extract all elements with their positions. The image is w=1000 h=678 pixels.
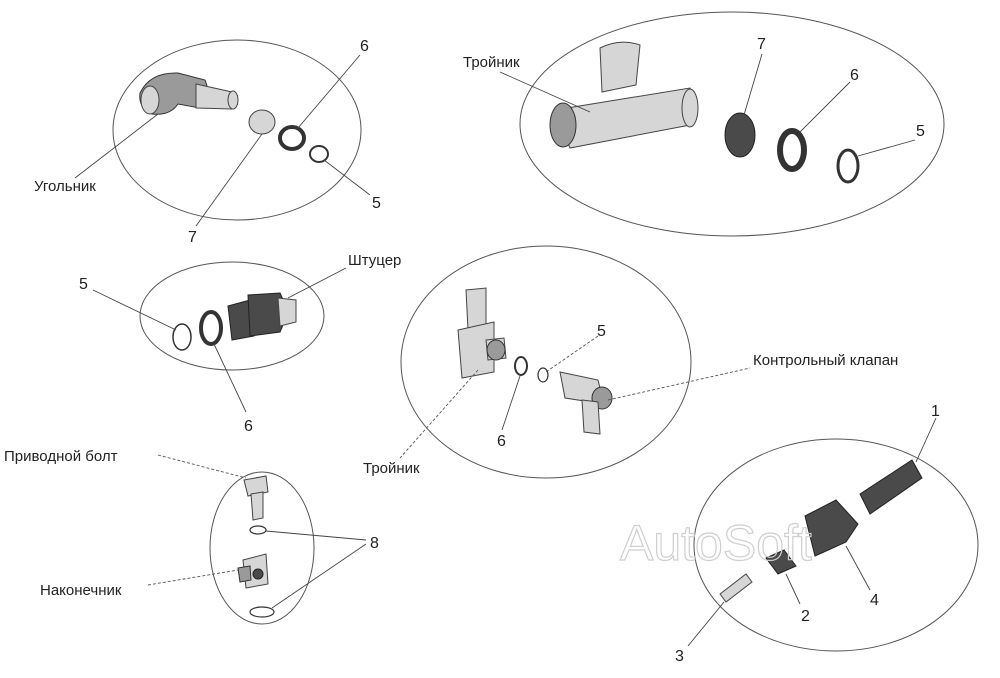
leader-g6-4 bbox=[845, 545, 871, 591]
label-tee-bottom: Тройник bbox=[363, 460, 420, 477]
tip-part bbox=[237, 553, 269, 589]
elbow-part bbox=[139, 72, 239, 115]
callout-g5-8: 8 bbox=[370, 535, 379, 552]
part-3 bbox=[719, 573, 753, 603]
watermark: AutoSoft bbox=[620, 515, 812, 571]
callout-g4-6: 6 bbox=[497, 433, 506, 450]
nut-part bbox=[724, 112, 756, 158]
callout-g3-5: 5 bbox=[79, 276, 88, 293]
callout-g4-5: 5 bbox=[597, 323, 606, 340]
leader-g1-7 bbox=[195, 133, 263, 227]
leader-g3-6 bbox=[213, 343, 247, 413]
leader-g5-8b bbox=[271, 543, 367, 609]
callout-g2-6: 6 bbox=[850, 67, 859, 84]
group-tee-bottom: Тройник Контрольный клапан 5 6 bbox=[363, 245, 898, 479]
callout-g2-5: 5 bbox=[916, 123, 925, 140]
check-valve-part bbox=[559, 371, 613, 435]
leader-fitting bbox=[287, 267, 347, 299]
seal-ring-part bbox=[199, 310, 223, 346]
tee-bottom-part bbox=[457, 287, 507, 379]
leader-g6-2 bbox=[785, 573, 801, 605]
callout-g6-4: 4 bbox=[870, 592, 879, 609]
label-tee-top: Тройник bbox=[463, 54, 520, 71]
callout-g2-7: 7 bbox=[757, 36, 766, 53]
leader-g2-7 bbox=[743, 53, 763, 116]
seal-ring-part bbox=[514, 356, 528, 376]
group-numbered-assembly-outline bbox=[693, 438, 979, 652]
seal-ring-part bbox=[278, 125, 306, 151]
leader-g4-5 bbox=[545, 335, 599, 373]
callout-g1-7: 7 bbox=[188, 229, 197, 246]
leader-g2-6 bbox=[799, 81, 851, 133]
washer-part bbox=[537, 367, 549, 383]
label-tip: Наконечник bbox=[40, 582, 122, 599]
group-drive-bolt-outline bbox=[209, 471, 315, 625]
leader-g2-5 bbox=[857, 139, 916, 157]
group-tee-top-outline bbox=[519, 11, 945, 237]
tee-top-part bbox=[549, 41, 699, 149]
group-elbow: Угольник 6 7 5 bbox=[34, 38, 381, 246]
part-2 bbox=[765, 549, 797, 575]
leader-drive-bolt bbox=[157, 454, 247, 479]
washer-part bbox=[309, 145, 329, 163]
callout-g6-3: 3 bbox=[675, 648, 684, 665]
fitting-part bbox=[227, 292, 297, 341]
leader-g4-6 bbox=[501, 375, 521, 431]
leader-tip bbox=[147, 569, 239, 586]
label-check-valve: Контрольный клапан bbox=[753, 352, 898, 369]
washer-part bbox=[172, 323, 192, 351]
leader-g1-6 bbox=[297, 54, 361, 129]
leader-tee-bottom bbox=[399, 369, 479, 459]
leader-g6-1 bbox=[915, 417, 937, 463]
group-fitting-outline bbox=[139, 261, 325, 371]
group-tee-top: Тройник 7 6 5 bbox=[463, 11, 945, 237]
callout-g1-6: 6 bbox=[360, 38, 369, 55]
part-1 bbox=[859, 459, 923, 515]
washer-part bbox=[249, 606, 275, 618]
group-fitting: Штуцер 5 6 bbox=[79, 252, 401, 435]
leader-g5-8a bbox=[265, 530, 367, 541]
group-numbered-assembly: 1 2 3 4 bbox=[675, 403, 979, 665]
nut-part bbox=[248, 109, 276, 135]
leader-g1-5 bbox=[323, 159, 371, 196]
group-elbow-outline bbox=[112, 39, 362, 221]
part-4 bbox=[804, 499, 859, 557]
leader-elbow bbox=[74, 113, 159, 179]
callout-g6-2: 2 bbox=[801, 608, 810, 625]
leader-check-valve bbox=[607, 367, 751, 401]
group-tee-bottom-outline bbox=[400, 245, 692, 479]
callout-g1-5: 5 bbox=[372, 195, 381, 212]
washer-part bbox=[836, 148, 860, 184]
callout-g6-1: 1 bbox=[931, 403, 940, 420]
leader-tee-top bbox=[499, 71, 591, 113]
drive-bolt-part bbox=[243, 475, 269, 521]
label-drive-bolt: Приводной болт bbox=[4, 448, 118, 465]
seal-ring-part bbox=[777, 128, 807, 172]
label-fitting: Штуцер bbox=[348, 252, 401, 269]
group-drive-bolt: Приводной болт Наконечник 8 bbox=[4, 448, 379, 625]
label-elbow: Угольник bbox=[34, 178, 96, 195]
leader-g3-5 bbox=[92, 289, 177, 331]
callout-g3-6: 6 bbox=[244, 418, 253, 435]
leader-g6-3 bbox=[687, 601, 725, 647]
washer-part bbox=[249, 525, 267, 535]
